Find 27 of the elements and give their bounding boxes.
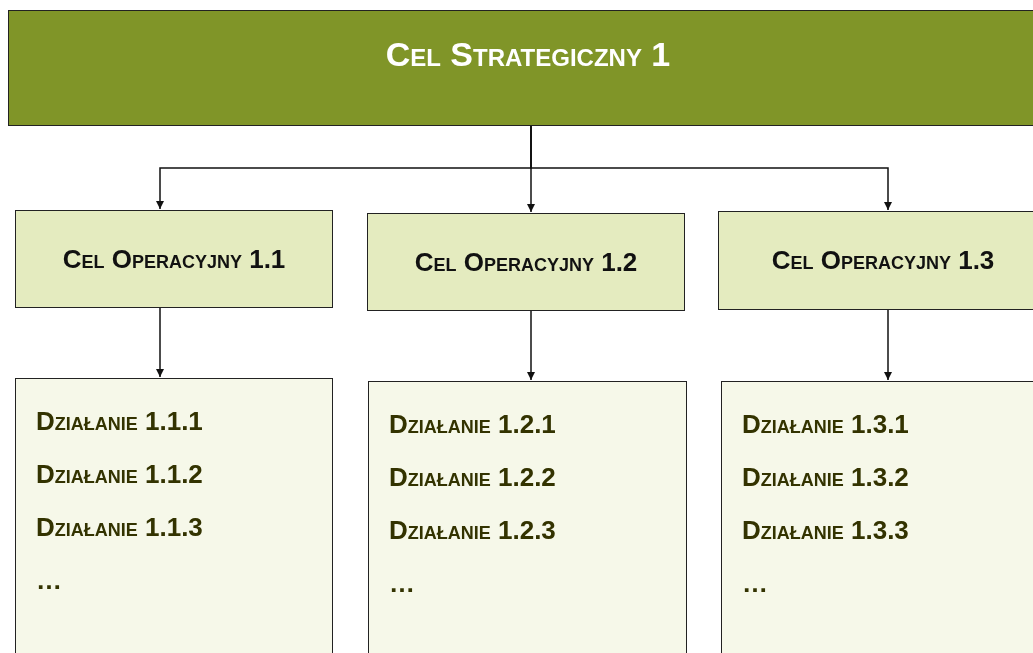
action-label: Działanie 1.2.1	[389, 408, 556, 441]
goal-title: Cel Operacyjny 1.2	[414, 245, 638, 279]
actions-box	[15, 378, 333, 653]
arrow	[527, 310, 535, 381]
actions-box	[368, 381, 687, 653]
arrow	[884, 309, 892, 381]
action-label: Działanie 1.3.2	[742, 461, 909, 494]
operational-goal-box	[15, 210, 333, 308]
action-label: Działanie 1.2.2	[389, 461, 556, 494]
action-label: Działanie 1.1.1	[36, 405, 203, 438]
operational-goal-box	[718, 211, 1033, 310]
action-label: Działanie 1.3.3	[742, 514, 909, 547]
goal-title: Cel Operacyjny 1.3	[771, 244, 995, 277]
action-label: …	[389, 567, 415, 600]
arrow	[156, 307, 164, 378]
operational-goal-box	[367, 213, 685, 311]
action-label: …	[742, 567, 768, 600]
actions-box	[721, 381, 1033, 653]
action-label: Działanie 1.2.3	[389, 514, 556, 547]
action-label: Działanie 1.3.1	[742, 408, 909, 441]
action-label: Działanie 1.1.3	[36, 511, 203, 544]
strategic-goal-box	[8, 10, 1033, 126]
goal-title: Cel Strategiczny 1	[385, 35, 671, 74]
action-label: …	[36, 564, 62, 597]
arrow	[530, 125, 892, 211]
action-label: Działanie 1.1.2	[36, 458, 203, 491]
goal-title: Cel Operacyjny 1.1	[62, 242, 286, 276]
